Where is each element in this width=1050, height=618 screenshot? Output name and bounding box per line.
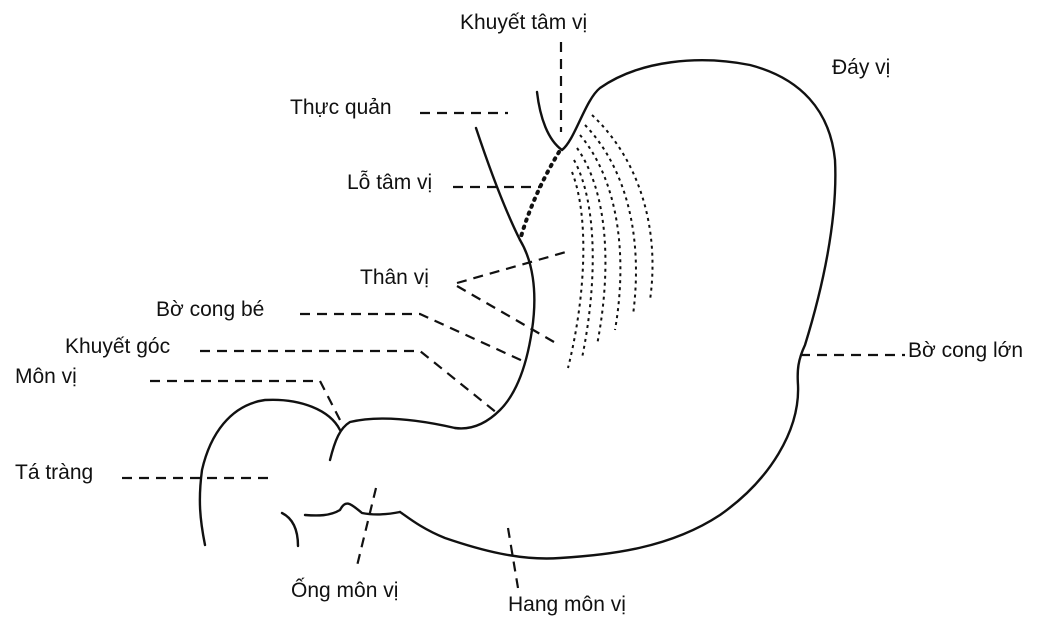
- muscle-fiber-3: [580, 135, 620, 330]
- angular-to-pylorus: [330, 419, 455, 460]
- lesser-curvature-outline: [455, 240, 534, 428]
- pyloric-lower-bumps: [305, 504, 400, 516]
- label-lo-tam-vi: Lỗ tâm vị: [347, 172, 432, 193]
- esophagus-left-wall: [476, 128, 520, 240]
- leader-ong-mon-vi: [356, 488, 376, 570]
- label-day-vi: Đáy vị: [832, 57, 890, 78]
- muscle-fiber-6: [568, 172, 583, 368]
- label-ong-mon-vi: Ống môn vị: [291, 580, 398, 601]
- label-bo-cong-be: Bờ cong bé: [156, 299, 264, 320]
- label-khuyet-tam-vi: Khuyết tâm vị: [460, 12, 587, 33]
- muscle-fiber-4: [577, 148, 605, 345]
- label-thuc-quan: Thực quản: [290, 97, 392, 118]
- label-bo-cong-lon: Bờ cong lớn: [908, 340, 1023, 361]
- label-khuyet-goc: Khuyết góc: [65, 336, 170, 357]
- muscle-fiber-5: [574, 160, 593, 358]
- leader-than-vi-upper: [457, 252, 566, 283]
- label-mon-vi: Môn vị: [15, 366, 77, 387]
- leader-mon-vi: [150, 381, 340, 420]
- leader-bo-cong-be: [300, 314, 525, 362]
- leader-hang-mon-vi: [508, 528, 518, 588]
- cardiac-orifice: [520, 152, 559, 240]
- label-ta-trang: Tá tràng: [15, 462, 93, 483]
- duodenum-outline: [200, 400, 340, 545]
- label-hang-mon-vi: Hang môn vị: [508, 594, 626, 615]
- duodenum-lower-wall: [282, 513, 298, 546]
- leader-than-vi-lower: [457, 286, 554, 342]
- label-than-vi: Thân vị: [360, 267, 429, 288]
